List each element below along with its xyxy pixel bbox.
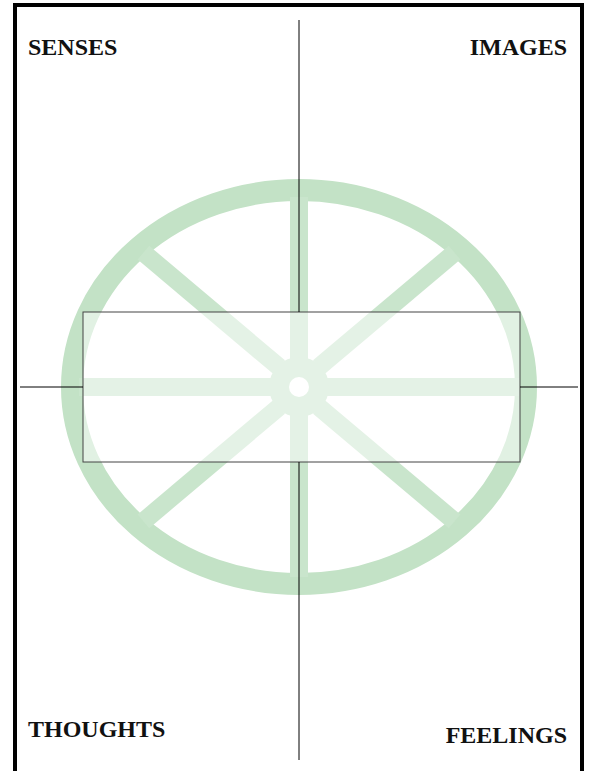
axis-line — [299, 20, 300, 312]
quadrant-label: IMAGES — [470, 33, 567, 62]
quadrant-label: THOUGHTS — [28, 715, 165, 744]
axis-line — [299, 462, 300, 760]
page-border — [13, 3, 17, 771]
axis-line — [20, 387, 83, 388]
axis-line — [520, 387, 578, 388]
quadrant-label: SENSES — [28, 33, 117, 62]
center-box — [83, 312, 520, 462]
page-border — [13, 3, 584, 7]
quadrant-label: FEELINGS — [446, 721, 567, 750]
page-border — [580, 3, 584, 771]
